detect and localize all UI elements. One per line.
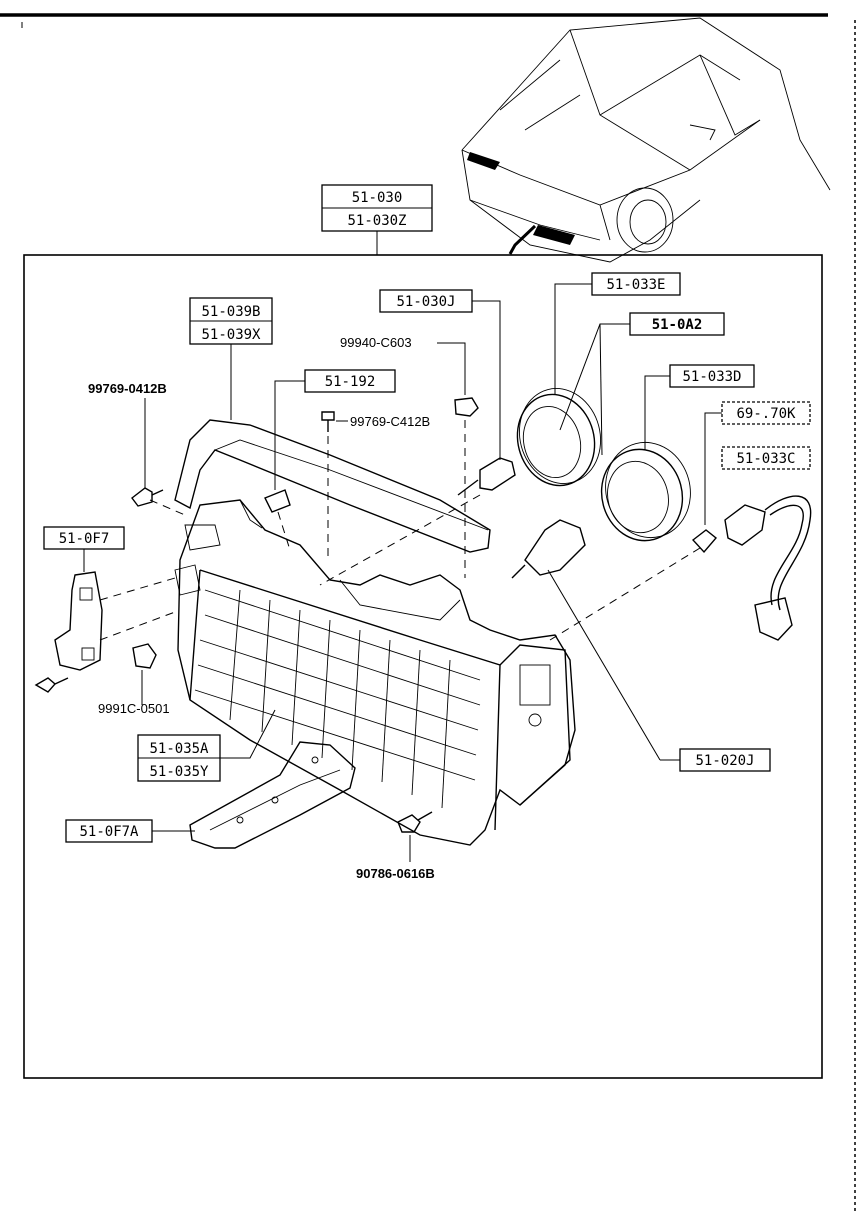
clip-callout: 51-192 — [264, 369, 396, 513]
molding-label-2: 51-039X — [201, 327, 261, 343]
bulb-h-label: 51-030J — [396, 294, 455, 310]
nut-left-callout: 9991C-0501 — [98, 643, 170, 716]
wiring-harness — [724, 495, 812, 641]
socket-c-callout: 51-033C — [721, 446, 811, 470]
ring-e-callout: 51-033E — [516, 272, 681, 487]
assembly-label-1: 51-030 — [352, 190, 403, 206]
assembly-label-2: 51-030Z — [347, 213, 406, 229]
headlamp-assembly — [174, 499, 576, 846]
bracket-left-label: 51-0F7 — [59, 531, 110, 547]
bracket-lower-callout: 51-0F7A — [65, 741, 356, 849]
screw-bottom-left — [34, 677, 69, 693]
socket-k-callout: 69-.70K — [691, 401, 811, 554]
ring-e-label: 51-033E — [606, 277, 665, 293]
molding-callout: 51-039B 51-039X — [189, 297, 273, 420]
screw-left-callout: 99769-0412B — [88, 381, 167, 507]
nut-top-callout: 99940-C603 — [340, 335, 479, 578]
ring-d-callout: 51-033D — [600, 364, 755, 542]
ring-d-label: 51-033D — [682, 369, 741, 385]
bolt-bottom-callout: 90786-0616B — [356, 811, 435, 881]
screw-clip-label: 99769-C412B — [350, 414, 430, 429]
bolt-bottom-label: 90786-0616B — [356, 866, 435, 881]
nut-left-label: 9991C-0501 — [98, 701, 170, 716]
clip-label: 51-192 — [325, 374, 376, 390]
ring-a2-label: 51-0A2 — [652, 317, 703, 333]
lens-label-2: 51-035Y — [149, 764, 209, 780]
bulb-j-label: 51-020J — [695, 753, 754, 769]
nut-top-label: 99940-C603 — [340, 335, 412, 350]
ring-a2-callout: 51-0A2 — [559, 312, 725, 456]
socket-c-label: 51-033C — [736, 451, 795, 467]
headlamp-molding — [174, 419, 491, 553]
screw-left-label: 99769-0412B — [88, 381, 167, 396]
molding-label-1: 51-039B — [201, 304, 260, 320]
screw-clip-callout: 99769-C412B — [321, 411, 430, 560]
vehicle-locator-icon — [461, 17, 831, 263]
lens-callout: 51-035A 51-035Y — [137, 709, 276, 782]
bracket-lower-label: 51-0F7A — [79, 824, 139, 840]
diagram-frame — [23, 254, 823, 1079]
lens-label-1: 51-035A — [149, 741, 209, 757]
bulb-h-callout: 51-030J — [379, 289, 516, 496]
socket-k-label: 69-.70K — [736, 406, 796, 422]
bracket-left-callout: 51-0F7 — [43, 526, 176, 671]
assembly-callout: 51-030 51-030Z — [321, 184, 433, 255]
bulb-j-callout: 51-020J — [511, 519, 771, 772]
